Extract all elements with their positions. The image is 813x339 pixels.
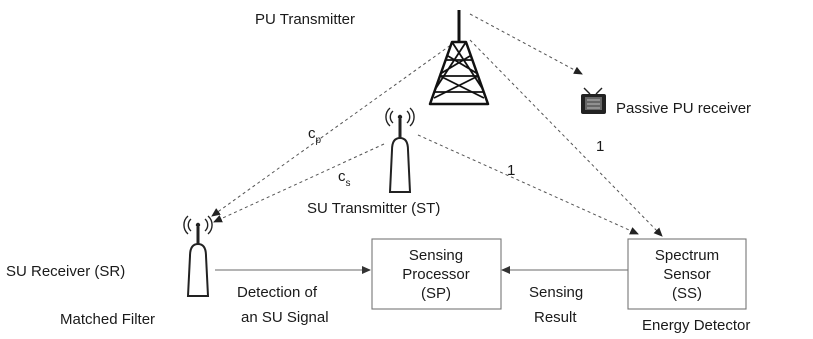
link-pu-to-ss — [469, 39, 663, 237]
tv-icon — [581, 87, 606, 114]
link-st-to-sr — [213, 143, 385, 223]
gain-cp-label: cp — [308, 125, 322, 146]
ss-line1: Spectrum — [655, 247, 719, 264]
ss-line3: (SS) — [672, 285, 702, 302]
sp-line3: (SP) — [421, 285, 451, 302]
ss-box — [627, 238, 747, 310]
sp-line1: Sensing — [409, 247, 463, 264]
gain-cs-label: cs — [338, 168, 351, 189]
sp-line2: Processor — [402, 266, 470, 283]
su-receiver-icon — [183, 215, 213, 297]
gain-pu-ss-label: 1 — [596, 138, 604, 155]
su-transmitter-icon — [385, 107, 415, 193]
passive-pu-receiver-label: Passive PU receiver — [616, 100, 751, 117]
link-pu-to-tv — [469, 13, 583, 75]
link-pu-to-sr — [211, 41, 456, 217]
link-st-to-ss — [417, 134, 639, 235]
su-transmitter-label: SU Transmitter (ST) — [307, 200, 440, 217]
sensing-result-label-line1: Sensing — [529, 284, 583, 301]
pu-tower-icon — [428, 10, 490, 106]
sensing-result-label-line2: Result — [534, 309, 577, 326]
ss-line2: Sensor — [663, 266, 711, 283]
su-receiver-label: SU Receiver (SR) — [6, 263, 125, 280]
matched-filter-label: Matched Filter — [60, 311, 155, 328]
detection-label-line1: Detection of — [237, 284, 318, 301]
gain-st-ss-label: 1 — [507, 162, 515, 179]
energy-detector-label: Energy Detector — [642, 317, 750, 334]
pu-transmitter-label: PU Transmitter — [255, 11, 355, 28]
sp-box — [371, 238, 502, 310]
detection-label-line2: an SU Signal — [241, 309, 329, 326]
